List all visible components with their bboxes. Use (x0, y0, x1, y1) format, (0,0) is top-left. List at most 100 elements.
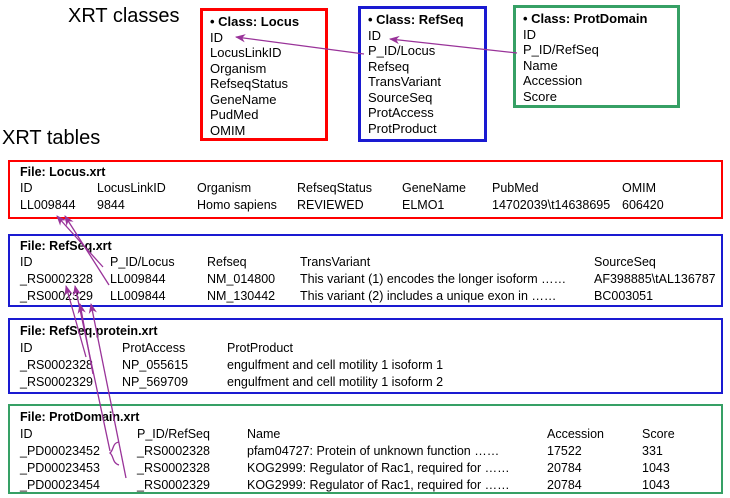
table-row: _RS0002328 LL009844 NM_014800 This varia… (10, 272, 721, 288)
column-header: ID (20, 341, 33, 355)
cell: 1043 (642, 461, 670, 475)
class-field: ProtProduct (368, 120, 437, 136)
table-row: _RS0002329 LL009844 NM_130442 This varia… (10, 289, 721, 305)
table-row: _PD00023453 _RS0002328 KOG2999: Regulato… (10, 461, 721, 477)
column-header: ID (20, 181, 33, 195)
table-file-name: File: RefSeq.protein.xrt (20, 324, 158, 338)
class-field: Organism (210, 60, 267, 76)
cell: NP_055615 (122, 358, 189, 372)
table-header-row: ID P_ID/Locus Refseq TransVariant Source… (10, 255, 721, 271)
table-row: _PD00023452 _RS0002328 pfam04727: Protei… (10, 444, 721, 460)
class-title-refseq: • Class: RefSeq (368, 12, 464, 27)
classes-section-label: XRT classes (68, 5, 180, 27)
class-field: ID (523, 26, 536, 42)
cell: 20784 (547, 478, 582, 492)
column-header: OMIM (622, 181, 657, 195)
cell: KOG2999: Regulator of Rac1, required for… (247, 478, 510, 492)
cell: 17522 (547, 444, 582, 458)
cell: 606420 (622, 198, 664, 212)
cell: This variant (2) includes a unique exon … (300, 289, 557, 303)
cell: _PD00023453 (20, 461, 100, 475)
cell: NM_130442 (207, 289, 276, 303)
column-header: PubMed (492, 181, 539, 195)
cell: KOG2999: Regulator of Rac1, required for… (247, 461, 510, 475)
class-field: GeneName (210, 91, 277, 107)
cell: ELMO1 (402, 198, 445, 212)
column-header: ProtAccess (122, 341, 186, 355)
cell: _RS0002329 (20, 375, 93, 389)
cell: LL009844 (110, 272, 166, 286)
cell: _RS0002328 (20, 272, 93, 286)
cell: _PD00023454 (20, 478, 100, 492)
cell: 1043 (642, 478, 670, 492)
cell: Homo sapiens (197, 198, 277, 212)
column-header: Name (247, 427, 281, 441)
column-header: P_ID/Locus (110, 255, 175, 269)
class-field: Accession (523, 73, 583, 88)
cell: BC003051 (594, 289, 654, 303)
class-field: LocusLinkID (210, 45, 282, 60)
cell: REVIEWED (297, 198, 364, 212)
column-header: Organism (197, 181, 252, 195)
column-header: LocusLinkID (97, 181, 166, 195)
class-field: Refseq (368, 58, 410, 74)
column-header: ProtProduct (227, 341, 294, 355)
table-header-row: ID ProtAccess ProtProduct (10, 341, 721, 357)
cell: _RS0002328 (137, 444, 210, 458)
table-row: _RS0002328 NP_055615 engulfment and cell… (10, 358, 721, 374)
cell: LL009844 (20, 198, 76, 212)
table-file-name: File: ProtDomain.xrt (20, 410, 140, 424)
table-box-refseq-protein-xrt: File: RefSeq.protein.xrt ID ProtAccess P… (8, 318, 723, 394)
table-box-refseq-xrt: File: RefSeq.xrt ID P_ID/Locus Refseq Tr… (8, 234, 723, 307)
column-header: SourceSeq (594, 255, 656, 269)
class-field: RefseqStatus (210, 76, 289, 91)
table-header-row: ID LocusLinkID Organism RefseqStatus Gen… (10, 181, 721, 197)
cell: 9844 (97, 198, 125, 212)
class-field: PudMed (210, 107, 259, 122)
cell: _RS0002329 (137, 478, 210, 492)
class-title-locus: • Class: Locus (210, 14, 300, 29)
cell: _RS0002329 (20, 289, 93, 303)
column-header: ID (20, 427, 33, 441)
cell: engulfment and cell motility 1 isoform 2 (227, 375, 444, 389)
tables-section-label: XRT tables (2, 127, 101, 149)
cell: 331 (642, 444, 663, 458)
class-field: Name (523, 57, 558, 73)
column-header: Accession (547, 427, 604, 441)
column-header: Refseq (207, 255, 247, 269)
cell: NP_569709 (122, 375, 189, 389)
class-field: ID (210, 29, 223, 45)
cell: _RS0002328 (137, 461, 210, 475)
table-file-name: File: RefSeq.xrt (20, 239, 112, 253)
cell: engulfment and cell motility 1 isoform 1 (227, 358, 444, 372)
table-box-protdomain-xrt: File: ProtDomain.xrt ID P_ID/RefSeq Name… (8, 404, 723, 494)
column-header: ID (20, 255, 33, 269)
column-header: Score (642, 427, 675, 441)
class-field: ID (368, 27, 381, 43)
class-field: P_ID/RefSeq (523, 42, 599, 57)
class-field: Score (523, 88, 557, 104)
column-header: TransVariant (300, 255, 371, 269)
table-row: _PD00023454 _RS0002329 KOG2999: Regulato… (10, 478, 721, 494)
cell: NM_014800 (207, 272, 276, 286)
class-field: SourceSeq (368, 89, 433, 105)
table-row: _RS0002329 NP_569709 engulfment and cell… (10, 375, 721, 391)
cell: LL009844 (110, 289, 166, 303)
table-row: LL009844 9844 Homo sapiens REVIEWED ELMO… (10, 198, 721, 214)
column-header: GeneName (402, 181, 466, 195)
table-box-locus-xrt: File: Locus.xrt ID LocusLinkID Organism … (8, 160, 723, 219)
column-header: P_ID/RefSeq (137, 427, 210, 441)
cell: _RS0002328 (20, 358, 93, 372)
cell: This variant (1) encodes the longer isof… (300, 272, 567, 286)
cell: 14702039\t14638695 (492, 198, 611, 212)
class-field: OMIM (210, 122, 246, 138)
class-title-protdomain: • Class: ProtDomain (523, 11, 648, 26)
class-field: P_ID/Locus (368, 43, 436, 58)
class-box-locus: • Class: Locus ID LocusLinkID Organism R… (200, 8, 328, 141)
class-box-protdomain: • Class: ProtDomain ID P_ID/RefSeq Name … (513, 5, 680, 108)
cell: 20784 (547, 461, 582, 475)
cell: AF398885\tAL136787 (594, 272, 716, 286)
class-box-refseq: • Class: RefSeq ID P_ID/Locus Refseq Tra… (358, 6, 487, 142)
column-header: RefseqStatus (297, 181, 373, 195)
